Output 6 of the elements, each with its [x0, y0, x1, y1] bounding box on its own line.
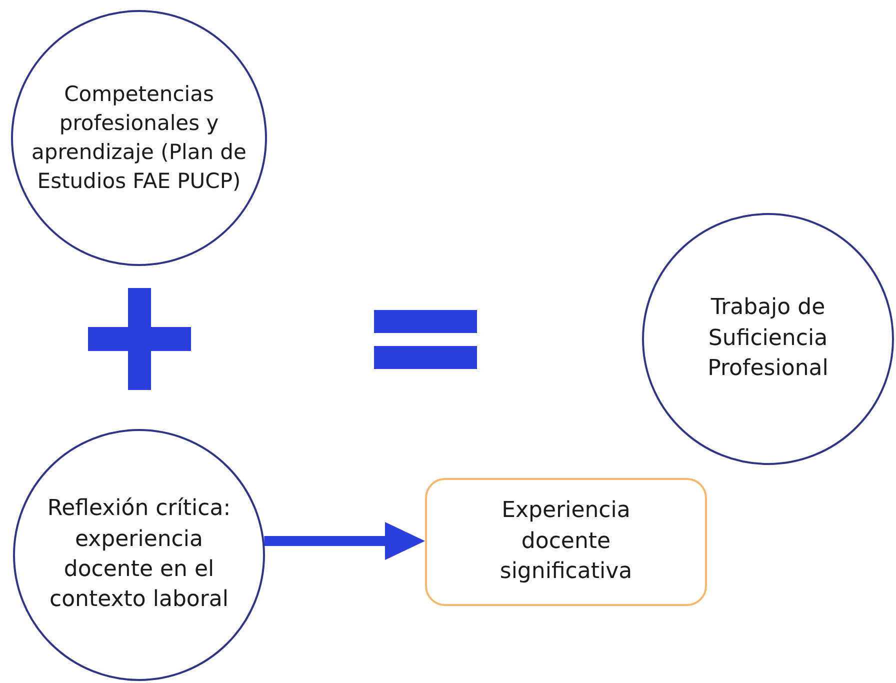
node-text: Reflexión crítica: experiencia docente en el contexto laboral — [46, 495, 232, 614]
node-text: Experiencia docente significativa — [498, 497, 634, 586]
arrow — [264, 522, 425, 560]
node-text: Trabajo de Suficiencia Profesional — [706, 294, 830, 384]
node-text: Competencias profesionales y aprendizaje (Plan de Estudios FAE PUCP) — [32, 81, 246, 195]
rounded-box — [425, 478, 707, 606]
